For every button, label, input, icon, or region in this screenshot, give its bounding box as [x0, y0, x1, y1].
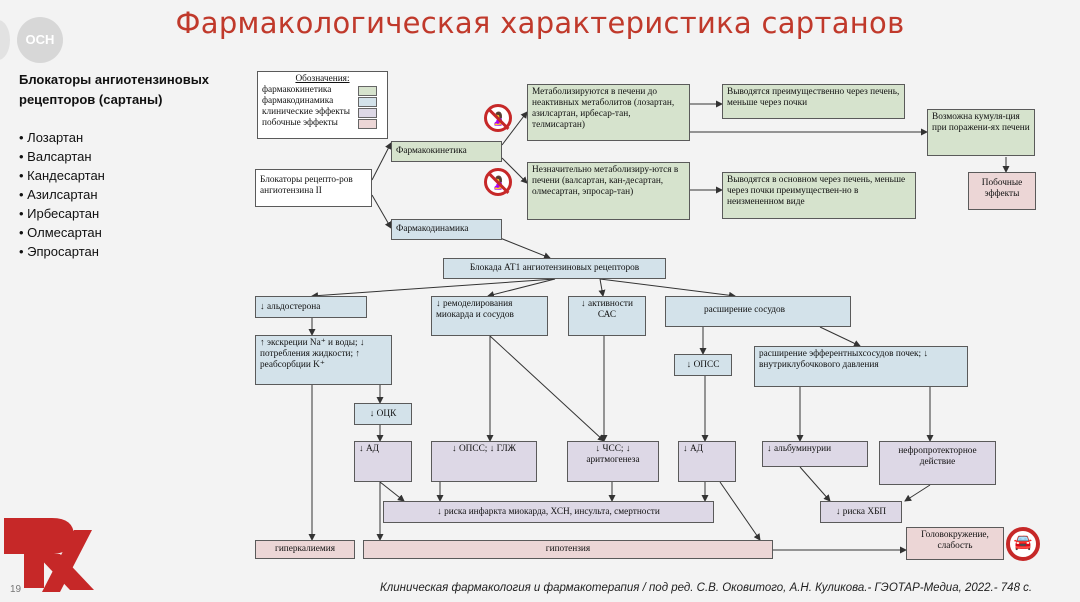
- node-metab-active: Метаболизируются в печени до неактивных …: [527, 84, 690, 141]
- list-item: Лозартан: [19, 128, 105, 147]
- legend-swatch-side: [358, 119, 377, 129]
- osn-badge: ОСН: [17, 17, 63, 63]
- no-driving-icon: 🚘: [1006, 527, 1040, 561]
- list-item: Ирбесартан: [19, 204, 105, 223]
- node-dizziness: Головокружение, слабость: [906, 527, 1004, 560]
- node-ocq: ↓ ОЦК: [354, 403, 412, 425]
- node-na-excretion: ↑ экскреции Na⁺ и воды; ↓ потребления жи…: [255, 335, 392, 385]
- node-remodeling: ↓ ремоделирования миокарда и сосудов: [431, 296, 548, 336]
- left-panel-heading: Блокаторы ангиотензиновых рецепторов (са…: [19, 72, 210, 107]
- node-ad-2: ↓ АД: [678, 441, 736, 482]
- node-side-effects: Побочные эффекты: [968, 172, 1036, 210]
- list-item: Кандесартан: [19, 166, 105, 185]
- decorative-circle: [0, 20, 10, 60]
- node-ad-1: ↓ АД: [354, 441, 412, 482]
- node-hyperkalemia: гиперкалиемия: [255, 540, 355, 559]
- no-pregnancy-icon: 🤰: [484, 168, 512, 196]
- legend-swatch-pk: [358, 86, 377, 96]
- node-blockers: Блокаторы рецепто-ров ангиотензина II: [255, 169, 372, 207]
- node-hypotension: гипотензия: [363, 540, 773, 559]
- no-pregnancy-icon: 🤰: [484, 104, 512, 132]
- node-metab-minor: Незначительно метаболизиру-ются в печени…: [527, 162, 690, 220]
- node-nephroprotect: нефропротекторное действие: [879, 441, 996, 485]
- node-vasodilation: расширение сосудов: [665, 296, 851, 327]
- node-pharmacokinetics: Фармакокинетика: [391, 141, 502, 162]
- legend-item: клинические эффекты: [262, 107, 383, 118]
- legend-swatch-clinical: [358, 108, 377, 118]
- page-title: Фармакологическая характеристика сартано…: [175, 6, 905, 40]
- list-item: Олмесартан: [19, 223, 105, 242]
- node-hr: ↓ ЧСС; ↓ аритмогенеза: [567, 441, 659, 482]
- node-opss-small: ↓ ОПСС: [674, 354, 732, 376]
- node-at1-block: Блокада АТ1 ангиотензиновых рецепторов: [443, 258, 666, 279]
- node-pharmacodynamics: Фармакодинамика: [391, 219, 502, 240]
- node-opss-glj: ↓ ОПСС; ↓ ГЛЖ: [431, 441, 537, 482]
- rx-logo: [4, 518, 94, 592]
- page-number: 19: [10, 584, 22, 595]
- list-item: Азилсартан: [19, 185, 105, 204]
- list-item: Эпросартан: [19, 242, 105, 261]
- node-aldosterone: ↓ альдостерона: [255, 296, 367, 318]
- legend-item: фармакокинетика: [262, 85, 383, 96]
- legend-title: Обозначения:: [295, 74, 350, 84]
- node-efferent: расширение эфферентныхсосудов почек; ↓ в…: [754, 346, 968, 387]
- citation: Клиническая фармакология и фармакотерапи…: [380, 582, 1033, 594]
- node-excreted-liver: Выводятся преимущественно через печень, …: [722, 84, 905, 119]
- legend-box: Обозначения: фармакокинетика фармакодина…: [257, 71, 388, 139]
- legend-item: фармакодинамика: [262, 96, 383, 107]
- node-risk-ckd: ↓ риска ХБП: [820, 501, 902, 523]
- node-sas: ↓ активности САС: [568, 296, 646, 336]
- legend-item: побочные эффекты: [262, 118, 383, 129]
- node-risk-mi: ↓ риска инфаркта миокарда, ХСН, инсульта…: [383, 501, 714, 523]
- list-item: Валсартан: [19, 147, 105, 166]
- legend-label: клинические эффекты: [262, 107, 350, 117]
- node-albuminuria: ↓ альбуминурии: [762, 441, 868, 467]
- legend-label: побочные эффекты: [262, 118, 338, 128]
- drug-list: Лозартан Валсартан Кандесартан Азилсарта…: [19, 128, 105, 261]
- node-cumulation: Возможна кумуля-ция при поражени-ях пече…: [927, 109, 1035, 156]
- legend-swatch-pd: [358, 97, 377, 107]
- legend-label: фармакокинетика: [262, 85, 332, 95]
- node-excreted-mainly: Выводятся в основном через печень, меньш…: [722, 172, 916, 219]
- legend-label: фармакодинамика: [262, 96, 334, 106]
